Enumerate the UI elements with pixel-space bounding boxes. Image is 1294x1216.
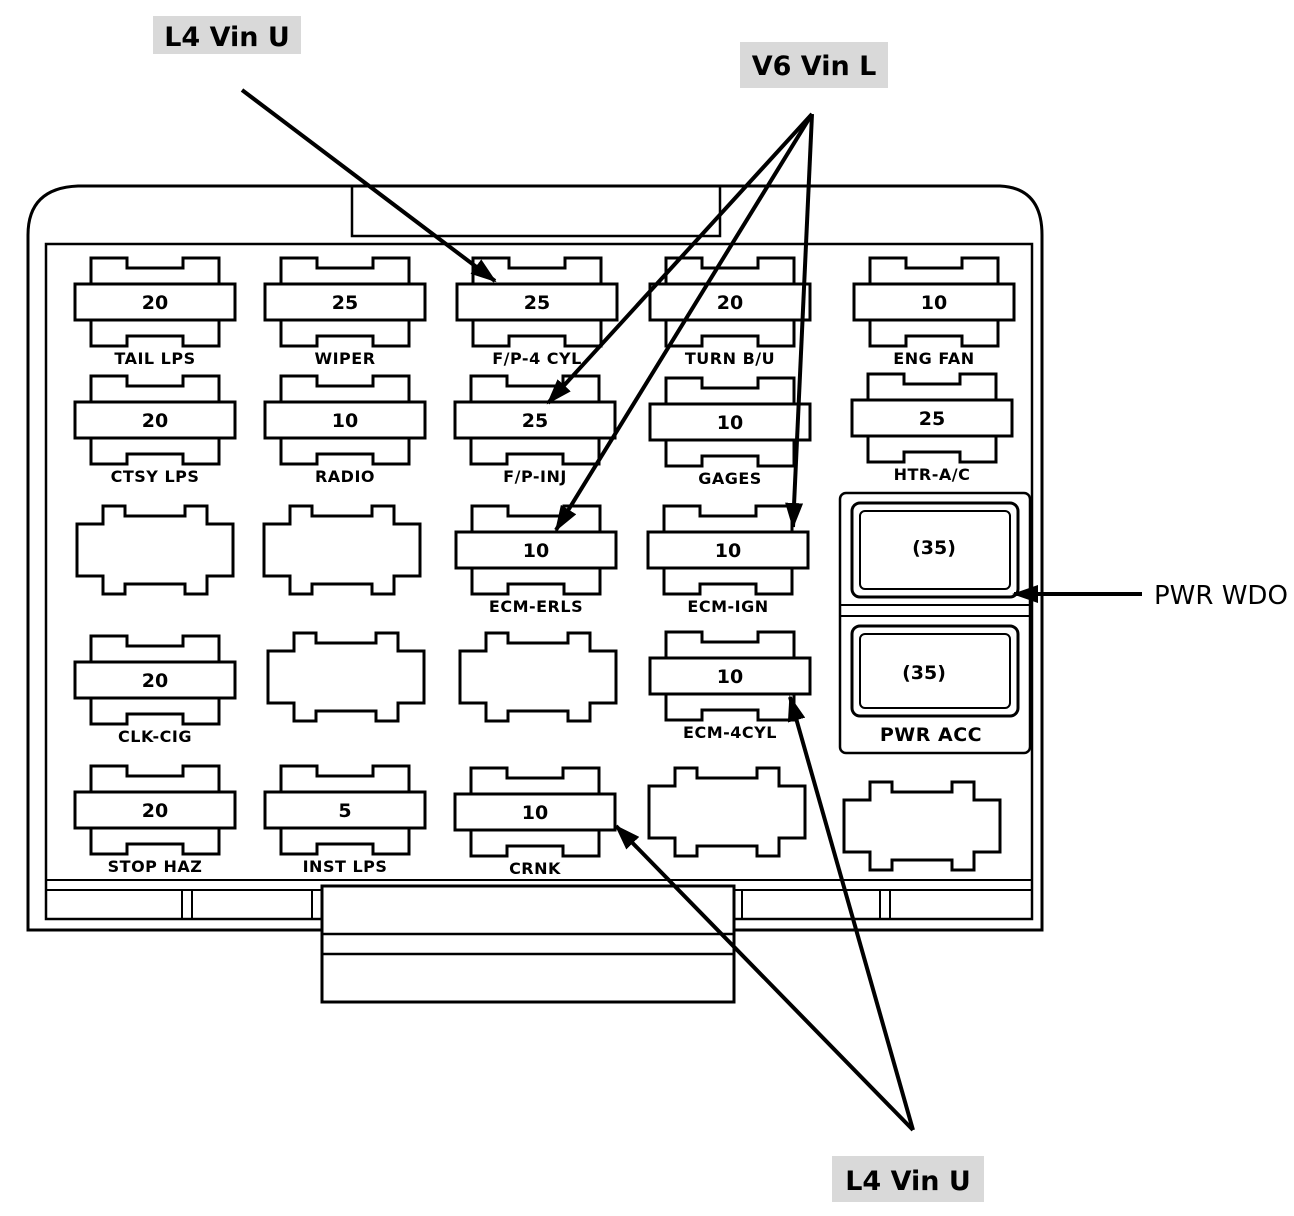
arrow-l4-to-fp4cyl xyxy=(240,88,497,283)
empty-fuse-socket xyxy=(647,766,807,858)
callout-top-left: L4 Vin U xyxy=(153,16,301,54)
fuse-eng-fan-value: 10 xyxy=(921,292,947,314)
fuse-radio-label: RADIO xyxy=(315,467,375,486)
callout-right: PWR WDO xyxy=(1154,581,1288,611)
fuse-htr-ac-value: 25 xyxy=(919,408,945,430)
fuse-tail-lps-label: TAIL LPS xyxy=(114,349,195,368)
connector-tab xyxy=(320,884,736,1004)
fuse-wiper-value: 25 xyxy=(332,292,358,314)
callout-bottom-text: L4 Vin U xyxy=(845,1166,971,1197)
empty-fuse-socket xyxy=(262,504,422,596)
fuse-ecm-erls-label: ECM-ERLS xyxy=(489,597,583,616)
fuse-radio-value: 10 xyxy=(332,410,358,432)
fuse-fp-4cyl-value: 25 xyxy=(524,292,550,314)
breaker-pwr-acc: (35) PWR ACC xyxy=(850,624,1020,746)
callout-top-right-text: V6 Vin L xyxy=(752,51,877,82)
arrow-v6-to-ecmign xyxy=(785,113,814,529)
fuse-ecm-erls-value: 10 xyxy=(523,540,549,562)
fuse-ecm-ign-label: ECM-IGN xyxy=(687,597,768,616)
fuse-turn-bu-label: TURN B/U xyxy=(685,349,775,368)
arrow-v6-to-fp4cyl xyxy=(546,112,814,405)
fuse-htr-ac-label: HTR-A/C xyxy=(894,465,971,484)
fuse-crnk-label: CRNK xyxy=(509,859,561,878)
callout-bottom: L4 Vin U xyxy=(832,1156,984,1202)
breaker-pwr-wdo-value: (35) xyxy=(912,537,956,559)
fuse-ecm-4cyl-value: 10 xyxy=(717,666,743,688)
callout-arrows xyxy=(240,88,1142,1132)
fuse-wiper-label: WIPER xyxy=(314,349,375,368)
fuse-stop-haz-label: STOP HAZ xyxy=(108,857,203,876)
breaker-pwr-acc-label: PWR ACC xyxy=(880,724,982,746)
fuse-fp-4cyl-label: F/P-4 CYL xyxy=(492,349,582,368)
fuse-crnk-value: 10 xyxy=(522,802,548,824)
fuse-ecm-ign-value: 10 xyxy=(715,540,741,562)
callout-top-right: V6 Vin L xyxy=(740,42,888,88)
arrow-l4-to-crnk xyxy=(614,824,915,1132)
fuse-ctsy-lps-value: 20 xyxy=(142,410,168,432)
empty-fuse-socket xyxy=(842,780,1002,872)
fuse-inst-lps-value: 5 xyxy=(338,800,351,822)
fuse-stop-haz-value: 20 xyxy=(142,800,168,822)
empty-fuse-socket xyxy=(458,631,618,723)
fuse-clk-cig-label: CLK-CIG xyxy=(118,727,192,746)
empty-fuse-socket xyxy=(75,504,235,596)
fuse-tail-lps-value: 20 xyxy=(142,292,168,314)
fuse-clk-cig-value: 20 xyxy=(142,670,168,692)
fuse-fp-inj-label: F/P-INJ xyxy=(503,467,567,486)
breaker-pwr-wdo: (35) xyxy=(850,501,1020,599)
fuse-fp-inj-value: 25 xyxy=(522,410,548,432)
callout-right-text: PWR WDO xyxy=(1154,581,1288,611)
empty-fuse-socket xyxy=(266,631,426,723)
fuse-inst-lps-label: INST LPS xyxy=(303,857,388,876)
callout-top-left-text: L4 Vin U xyxy=(164,22,290,53)
fuse-gages-label: GAGES xyxy=(698,469,762,488)
fuse-fp-4cyl: 25F/P-4 CYL xyxy=(455,256,619,368)
arrow-l4-to-ecm4cyl xyxy=(787,695,915,1131)
arrow-v6-to-fpinj xyxy=(554,112,814,532)
fuse-ecm-4cyl-label: ECM-4CYL xyxy=(683,723,777,742)
breaker-pwr-acc-value: (35) xyxy=(902,662,946,684)
fuse-ctsy-lps-label: CTSY LPS xyxy=(111,467,200,486)
fuse-turn-bu-value: 20 xyxy=(717,292,743,314)
fuse-eng-fan-label: ENG FAN xyxy=(893,349,974,368)
fuse-gages-value: 10 xyxy=(717,412,743,434)
circuit-breaker-panel xyxy=(838,491,1032,755)
